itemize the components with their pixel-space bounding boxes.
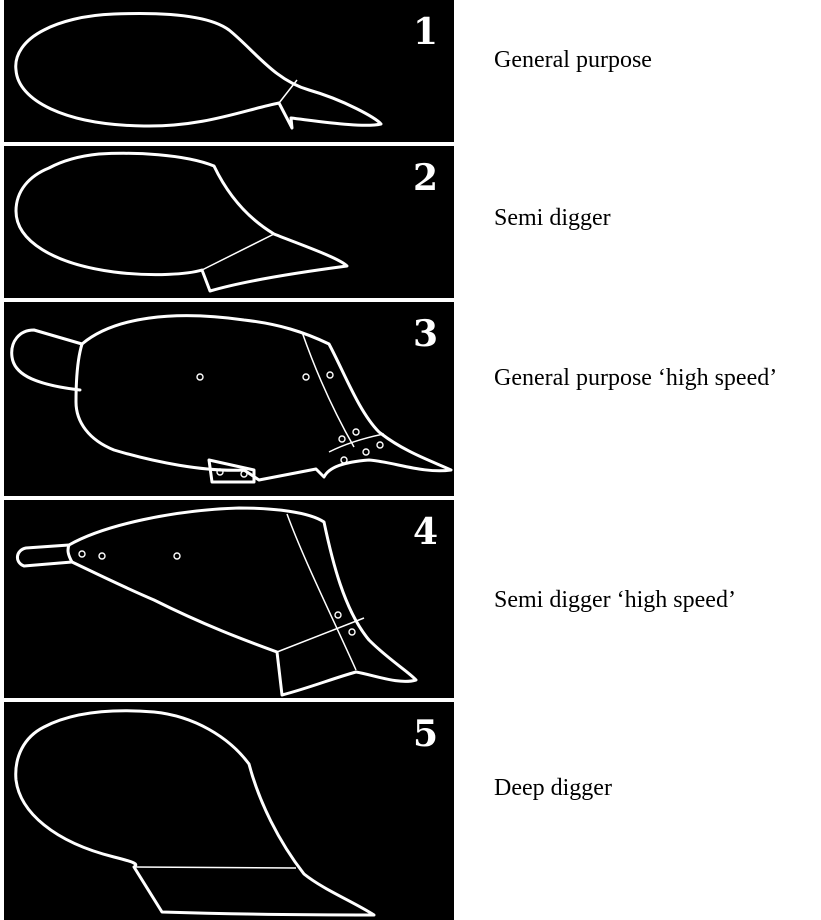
- mouldboard-3-outline: [10, 314, 453, 484]
- caption-2: Semi digger: [494, 205, 611, 231]
- panel-number: 5: [412, 713, 438, 755]
- panel-number: 1: [412, 11, 438, 53]
- panel-2-semi-digger: 2: [4, 146, 454, 298]
- mouldboard-2-outline: [14, 151, 349, 293]
- panel-3-general-purpose-high-speed: 3: [4, 302, 454, 496]
- panel-4-semi-digger-high-speed: 4: [4, 500, 454, 698]
- panel-1-general-purpose: 1: [4, 0, 454, 142]
- panel-number: 3: [412, 313, 438, 355]
- caption-1: General purpose: [494, 47, 652, 73]
- caption-4: Semi digger ‘high speed’: [494, 587, 736, 613]
- caption-5: Deep digger: [494, 775, 612, 801]
- mouldboard-1-outline: [14, 11, 383, 130]
- caption-3: General purpose ‘high speed’: [494, 365, 778, 391]
- panel-number: 4: [412, 511, 438, 553]
- mouldboard-5-outline: [14, 709, 376, 917]
- panel-5-deep-digger: 5: [4, 702, 454, 920]
- mouldboard-4-outline: [16, 506, 418, 697]
- panel-number: 2: [412, 157, 438, 199]
